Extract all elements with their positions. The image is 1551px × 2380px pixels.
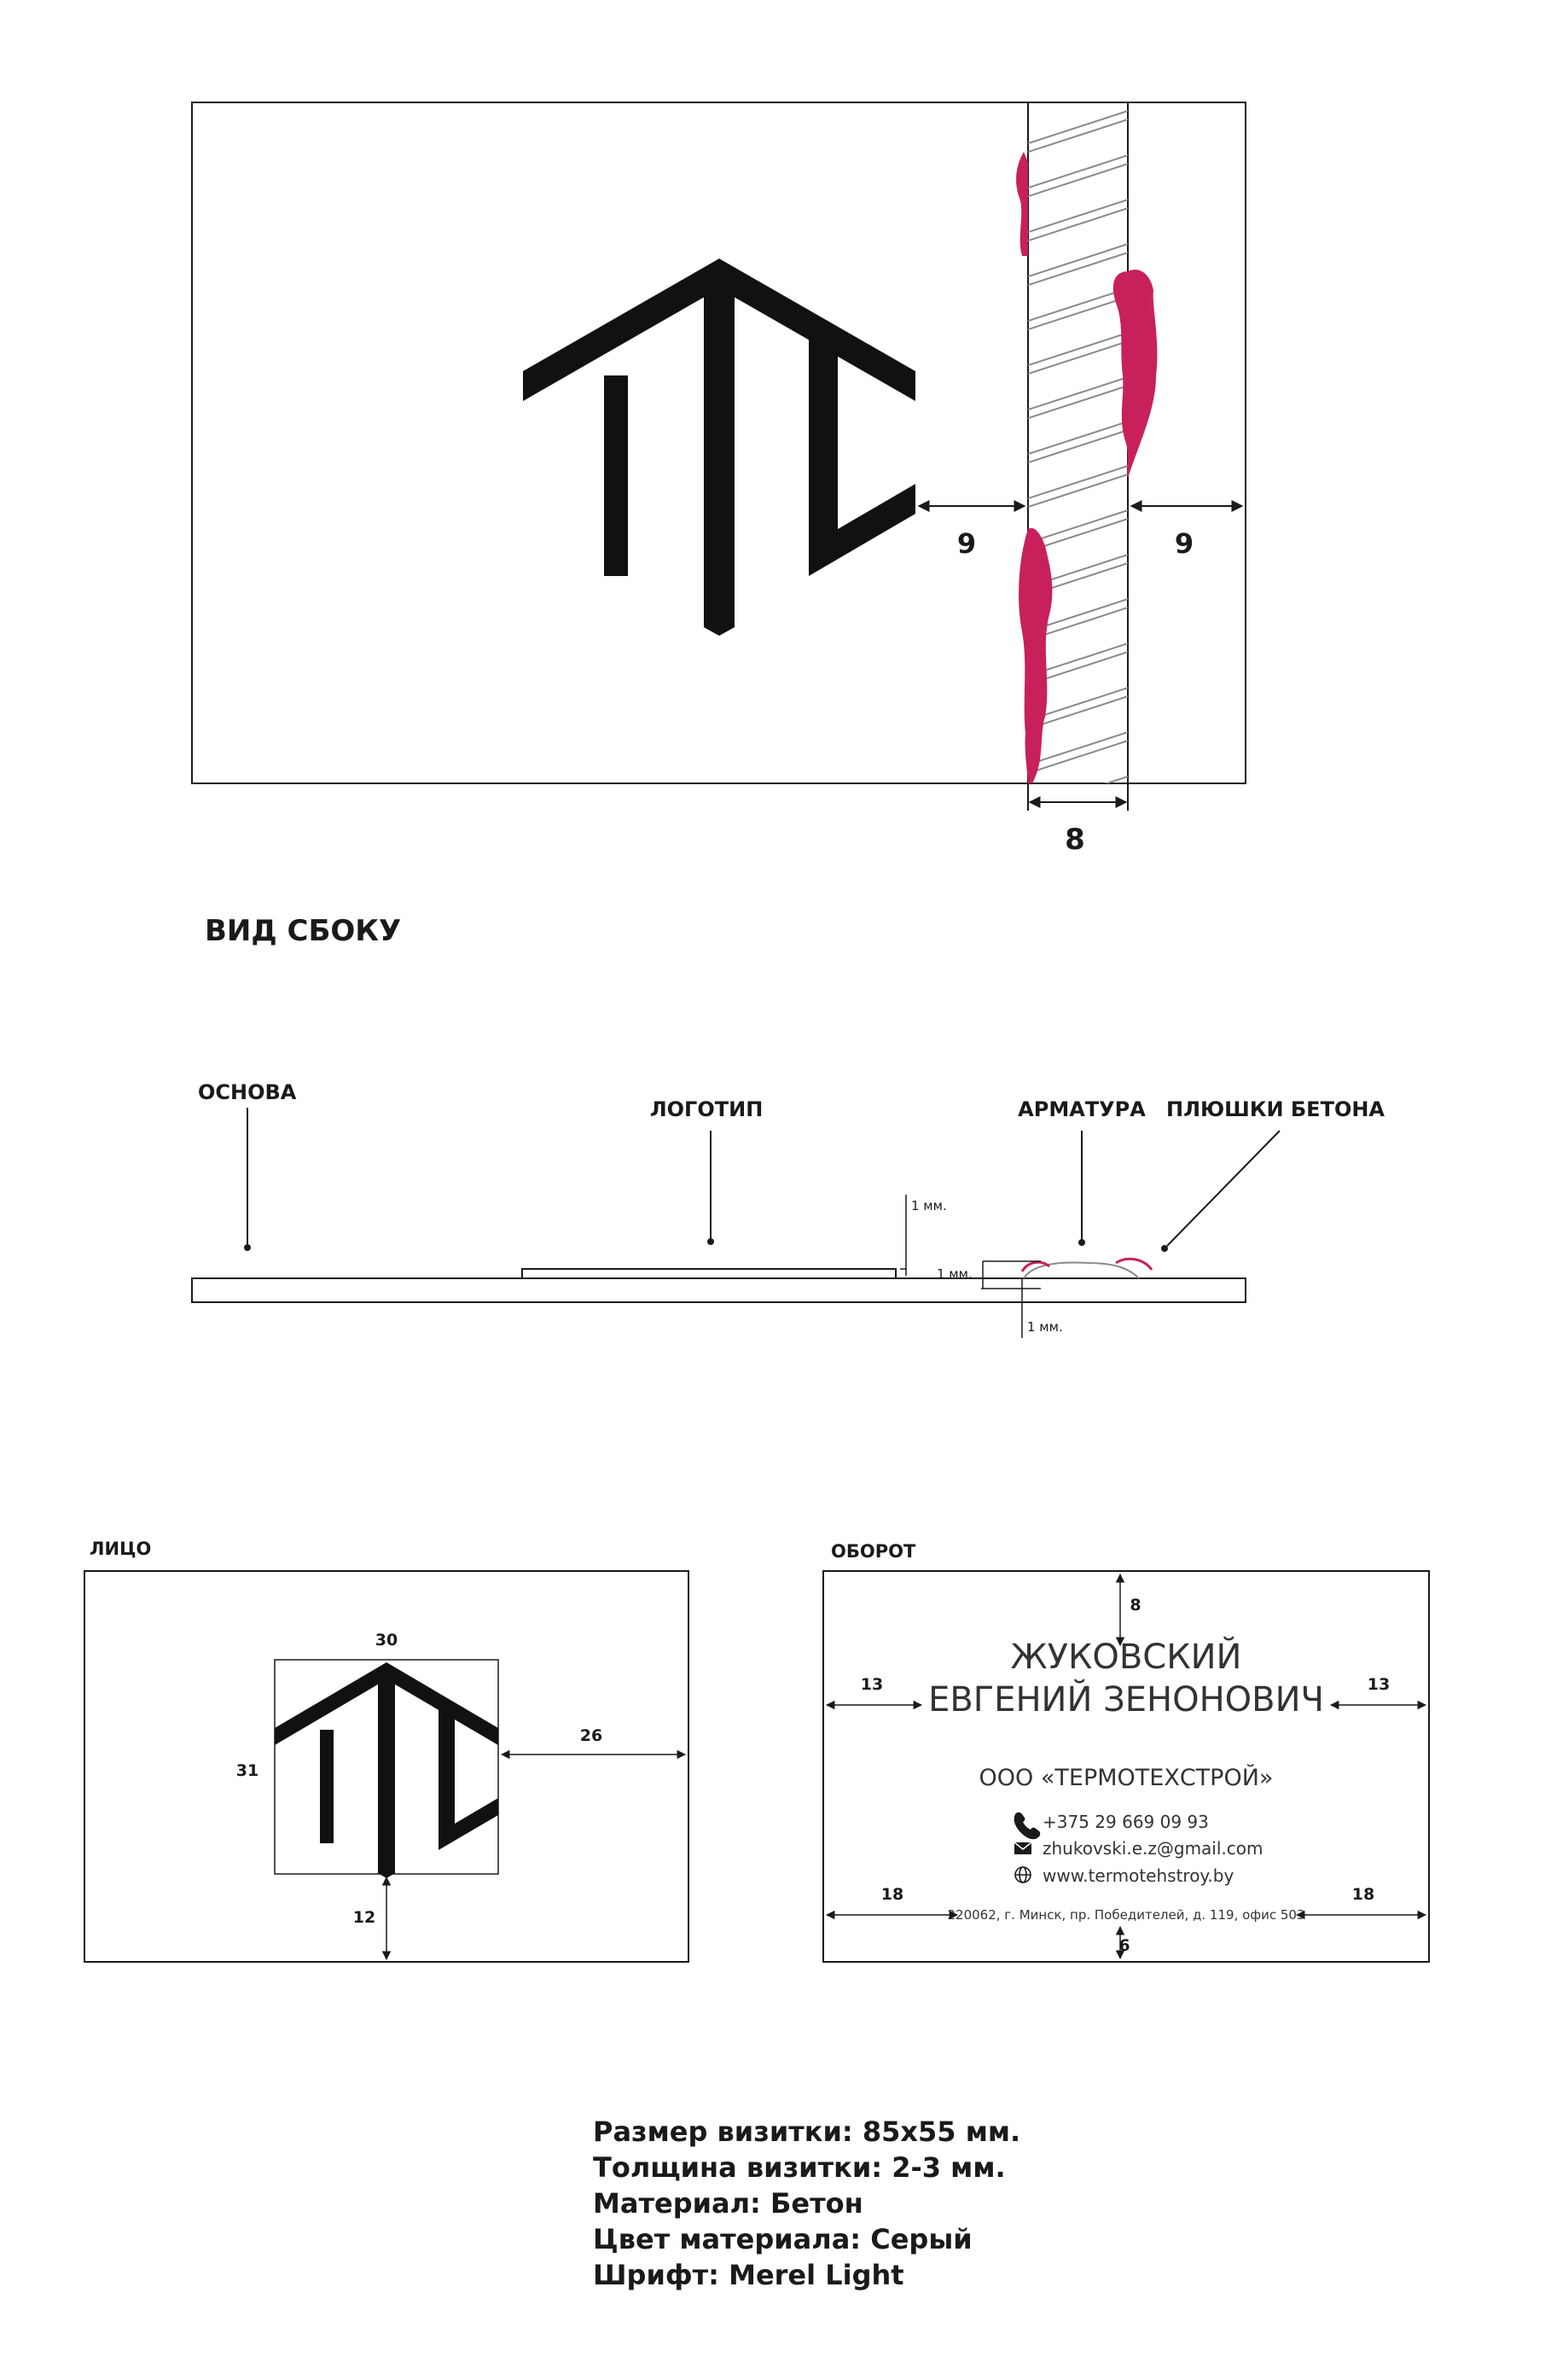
rebar-hatch-line	[1104, 776, 1128, 783]
back-dim-lines	[825, 1573, 1427, 1960]
phone-icon	[1014, 1812, 1041, 1840]
back-dim-bottom: 6	[1118, 1936, 1130, 1955]
back-dim-addr-left: 18	[881, 1885, 903, 1904]
front-logo-mark	[275, 1662, 498, 1878]
side-logo-layer	[521, 1268, 897, 1279]
website-text: www.termotehstroy.by	[1043, 1865, 1234, 1886]
label-base: ОСНОВА	[198, 1080, 297, 1104]
logo-mark	[523, 259, 915, 636]
person-name-line1: ЖУКОВСКИЙ	[1011, 1636, 1242, 1677]
front-card: ЛИЦО 30 31 26 12	[84, 1539, 689, 1963]
spec-color: Цвет материала: Серый	[593, 2223, 973, 2255]
rebar-hatch-line	[1028, 119, 1128, 153]
rebar-hatch-line	[1028, 288, 1128, 322]
rebar-hatch-line	[1028, 421, 1128, 455]
label-logo: ЛОГОТИП	[650, 1097, 764, 1121]
back-card: ОБОРОТ ЖУКОВСКИЙ ЕВГЕНИЙ ЗЕНОНОВИЧ ООО «…	[822, 1541, 1430, 1963]
front-title: ЛИЦО	[90, 1539, 151, 1559]
rebar-hatch-line	[1028, 296, 1128, 330]
globe-icon	[1014, 1866, 1031, 1883]
back-title: ОБОРОТ	[831, 1541, 916, 1562]
phone-text: +375 29 669 09 93	[1043, 1812, 1209, 1832]
spec-list: Размер визитки: 85x55 мм. Толщина визитк…	[593, 2114, 1020, 2293]
rebar-hatch-line	[1028, 154, 1128, 189]
top-view: 9 9 8	[191, 102, 1246, 857]
spec-font: Шрифт: Merel Light	[593, 2259, 904, 2291]
side-base	[191, 1277, 1246, 1303]
rebar-hatch-line	[1028, 465, 1128, 499]
back-dim-top: 8	[1130, 1596, 1141, 1615]
front-dim-bottom: 12	[353, 1908, 375, 1927]
dim-left-gap: 9	[957, 527, 976, 560]
front-dim-lines	[381, 1749, 687, 1961]
rebar-hatch-line	[1028, 376, 1128, 410]
back-card-outline	[822, 1570, 1430, 1963]
concrete-splash	[1016, 152, 1158, 783]
side-view-title: ВИД СБОКУ	[205, 914, 401, 948]
spec-size: Размер визитки: 85x55 мм.	[593, 2115, 1021, 2148]
back-dim-addr-right: 18	[1352, 1885, 1374, 1904]
rebar-hatch-line	[1028, 110, 1128, 144]
side-concrete-bits	[1020, 1257, 1153, 1272]
rebar-hatch-line	[1028, 740, 1128, 774]
email-text: zhukovski.e.z@gmail.com	[1043, 1838, 1263, 1859]
rebar-hatch-line	[1028, 199, 1128, 233]
rebar-hatch-line	[1028, 243, 1128, 277]
front-dim-width: 30	[375, 1631, 398, 1650]
dim-rebar-width: 8	[1065, 823, 1085, 857]
dim-right-gap: 9	[1175, 527, 1194, 560]
label-concrete: ПЛЮШКИ БЕТОНА	[1166, 1097, 1385, 1121]
front-card-outline	[84, 1570, 689, 1963]
side-leaders	[244, 1108, 1281, 1252]
label-rebar: АРМАТУРА	[1018, 1097, 1146, 1121]
rebar-hatch-line	[1028, 695, 1128, 730]
front-dim-right: 26	[580, 1726, 602, 1745]
dim-rebar-bottom: 1 мм.	[1027, 1319, 1063, 1335]
top-dimensions	[917, 500, 1244, 811]
rebar-hatch-line	[1028, 474, 1128, 508]
company-name: ООО «ТЕРМОТЕХСТРОЙ»	[979, 1764, 1274, 1791]
spec-thickness: Толщина визитки: 2-3 мм.	[593, 2151, 1006, 2184]
rebar-hatch-line	[1028, 252, 1128, 286]
front-dim-height: 31	[236, 1761, 258, 1780]
rebar-hatch-line	[1028, 207, 1128, 241]
person-name-line2: ЕВГЕНИЙ ЗЕНОНОВИЧ	[928, 1679, 1324, 1720]
rebar-hatch-line	[1028, 429, 1128, 463]
rebar-hatch-line	[1028, 340, 1128, 375]
rebar-hatch-line	[1028, 731, 1128, 765]
spec-material: Материал: Бетон	[593, 2187, 863, 2220]
address-text: 220062, г. Минск, пр. Победителей, д. 11…	[947, 1907, 1304, 1923]
rebar-hatch-line	[1028, 509, 1128, 544]
dim-rebar-height: 1 мм.	[937, 1266, 973, 1282]
card-outline	[191, 102, 1246, 784]
side-dim-lines	[900, 1195, 1041, 1338]
rebar-hatch-line	[1028, 385, 1128, 419]
side-view: ВИД СБОКУ ОСНОВА ЛОГОТИП АРМАТУРА ПЛЮШКИ…	[191, 914, 1385, 1338]
envelope-icon	[1014, 1842, 1032, 1854]
side-rebar-hump	[1023, 1261, 1140, 1279]
rebar-hatch-line	[1028, 163, 1128, 197]
dim-logo-height: 1 мм.	[911, 1198, 947, 1213]
rebar-hatch-line	[1028, 332, 1128, 366]
back-dim-left: 13	[861, 1675, 883, 1694]
back-dim-right: 13	[1368, 1675, 1390, 1694]
